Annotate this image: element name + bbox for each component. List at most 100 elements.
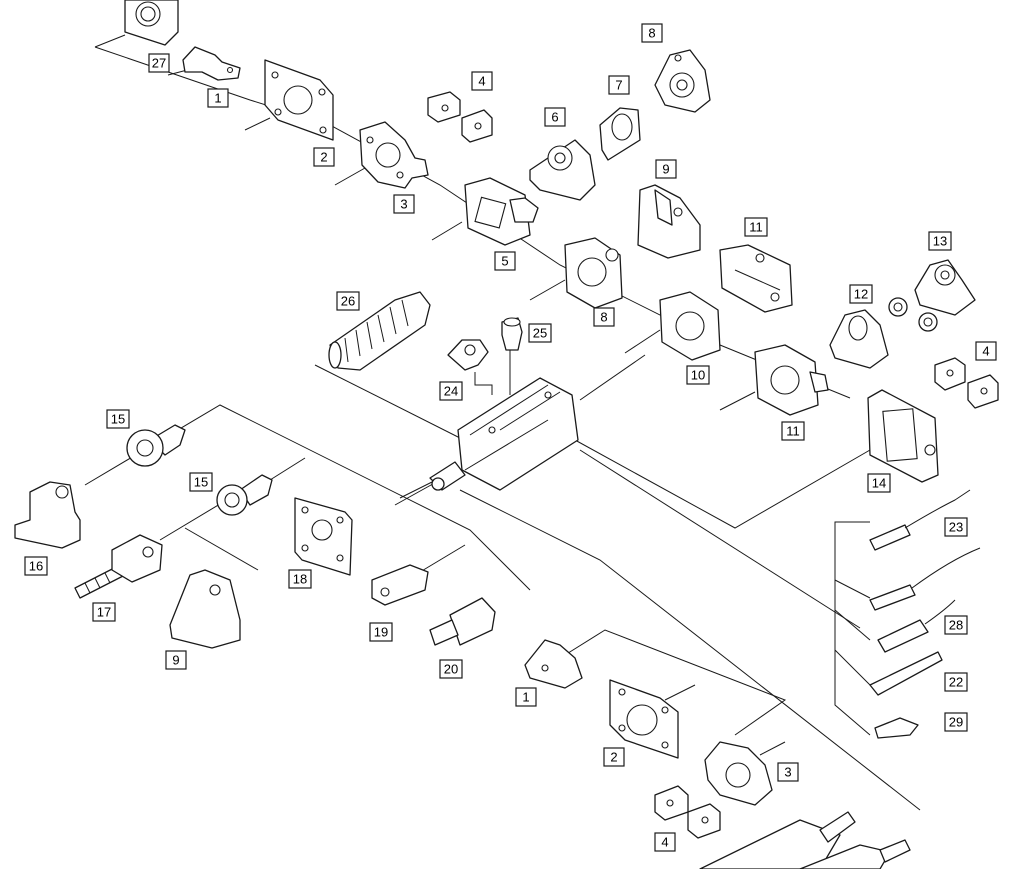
svg-text:4: 4 xyxy=(478,74,485,89)
part-label: 13 xyxy=(928,231,952,251)
svg-text:29: 29 xyxy=(949,715,963,730)
svg-text:17: 17 xyxy=(97,605,111,620)
part-label: 11 xyxy=(744,217,768,237)
part-bearing-6 xyxy=(529,139,596,201)
part-label: 15 xyxy=(189,472,213,492)
part-label: 11 xyxy=(781,421,805,441)
svg-text:2: 2 xyxy=(610,750,617,765)
part-trunnion-13 xyxy=(888,259,976,332)
svg-text:27: 27 xyxy=(152,56,166,71)
part-fitting-24 xyxy=(447,339,489,371)
part-foot-bracket-1 xyxy=(182,46,241,81)
part-flange-8-mid xyxy=(564,237,623,309)
part-blocks-4-right xyxy=(934,357,999,409)
part-bellows-26 xyxy=(328,291,431,371)
part-label: 5 xyxy=(494,251,516,271)
part-blocks-4-top xyxy=(427,91,493,143)
part-label: 4 xyxy=(975,341,997,361)
part-number-labels: 27 1 2 3 4 5 6 7 8 9 8 11 13 12 4 10 11 … xyxy=(24,23,997,852)
svg-text:15: 15 xyxy=(194,475,208,490)
part-flange-10 xyxy=(659,291,721,361)
part-square-flange-18 xyxy=(294,497,353,576)
svg-text:8: 8 xyxy=(600,310,607,325)
svg-text:26: 26 xyxy=(341,294,355,309)
part-clevis-11-top xyxy=(719,244,793,313)
part-label: 2 xyxy=(603,747,625,767)
svg-text:1: 1 xyxy=(522,690,529,705)
part-label: 9 xyxy=(165,650,187,670)
part-flange-plate-2-bottom xyxy=(609,679,679,759)
svg-text:1: 1 xyxy=(214,91,221,106)
part-label: 8 xyxy=(641,23,663,43)
part-label: 23 xyxy=(944,517,968,537)
part-clevis-9-top xyxy=(637,184,701,259)
svg-text:13: 13 xyxy=(933,234,947,249)
svg-text:6: 6 xyxy=(551,110,558,125)
svg-text:5: 5 xyxy=(501,254,508,269)
part-flange-27 xyxy=(124,0,179,46)
part-label: 15 xyxy=(106,409,130,429)
part-swivel-mount-3-bottom xyxy=(704,741,773,806)
svg-text:20: 20 xyxy=(444,662,458,677)
part-pneumatic-cylinder xyxy=(429,377,579,491)
part-label: 25 xyxy=(528,323,552,343)
part-clevis-16 xyxy=(14,481,81,549)
part-label: 7 xyxy=(608,75,630,95)
part-nut-29 xyxy=(874,717,919,739)
part-frame-14 xyxy=(867,389,939,483)
part-label: 18 xyxy=(288,569,312,589)
svg-text:18: 18 xyxy=(293,572,307,587)
part-label: 19 xyxy=(369,622,393,642)
part-label: 3 xyxy=(393,194,415,214)
part-flange-plate-2 xyxy=(264,59,334,141)
part-label: 8 xyxy=(593,307,615,327)
part-foot-bracket-1-bottom xyxy=(524,639,583,689)
part-label: 4 xyxy=(654,832,676,852)
part-rod-end-15-mid xyxy=(216,474,273,516)
svg-text:3: 3 xyxy=(784,765,791,780)
part-sensor-23 xyxy=(869,489,971,551)
part-blocks-4-bottom xyxy=(654,785,721,839)
svg-text:8: 8 xyxy=(648,26,655,41)
part-rod-end-15-top xyxy=(126,424,186,467)
part-flange-5 xyxy=(464,177,539,246)
part-coupling-20 xyxy=(429,597,496,646)
svg-text:28: 28 xyxy=(949,618,963,633)
part-clevis-9-bottom xyxy=(169,569,241,649)
svg-text:14: 14 xyxy=(872,476,886,491)
part-fitting-25 xyxy=(501,317,523,351)
part-label: 1 xyxy=(207,88,229,108)
part-label: 28 xyxy=(944,615,968,635)
part-threaded-clevis-17 xyxy=(74,534,163,599)
svg-text:4: 4 xyxy=(982,344,989,359)
part-label: 12 xyxy=(849,284,873,304)
part-label: 6 xyxy=(544,107,566,127)
svg-text:4: 4 xyxy=(661,835,668,850)
svg-text:15: 15 xyxy=(111,412,125,427)
svg-text:25: 25 xyxy=(533,326,547,341)
svg-text:24: 24 xyxy=(444,384,458,399)
part-label: 24 xyxy=(439,381,463,401)
part-swivel-mount-3 xyxy=(359,121,429,189)
svg-text:3: 3 xyxy=(400,197,407,212)
part-label: 14 xyxy=(867,473,891,493)
svg-text:9: 9 xyxy=(662,162,669,177)
svg-text:11: 11 xyxy=(786,424,800,439)
part-trunnion-8-top xyxy=(654,49,711,113)
part-label: 1 xyxy=(515,687,537,707)
svg-text:2: 2 xyxy=(320,150,327,165)
svg-text:7: 7 xyxy=(615,78,622,93)
svg-text:19: 19 xyxy=(374,625,388,640)
part-label: 22 xyxy=(944,672,968,692)
part-bearing-12 xyxy=(829,309,889,369)
part-label: 17 xyxy=(92,602,116,622)
part-flange-11-mid xyxy=(754,344,829,416)
part-label: 2 xyxy=(313,147,335,167)
svg-text:16: 16 xyxy=(29,559,43,574)
part-sensor-28 xyxy=(869,547,981,653)
svg-text:9: 9 xyxy=(172,653,179,668)
part-label: 29 xyxy=(944,712,968,732)
svg-text:11: 11 xyxy=(749,220,763,235)
part-rail-22 xyxy=(869,651,943,696)
part-label: 3 xyxy=(777,762,799,782)
